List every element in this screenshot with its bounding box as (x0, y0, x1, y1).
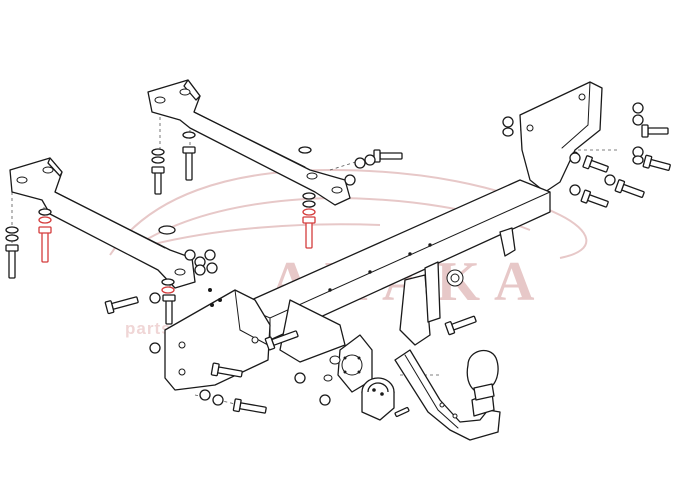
bolt (264, 330, 299, 351)
bolt (151, 166, 165, 195)
right-mounting-plate (519, 81, 603, 193)
bolt (580, 189, 609, 208)
bolt (641, 124, 669, 138)
bolt (642, 154, 671, 171)
plate-hole (526, 124, 534, 132)
connector-straps (279, 227, 516, 363)
bracket-hole (174, 268, 186, 276)
bolt (5, 244, 19, 279)
washers-and-nuts (5, 102, 644, 406)
centre-side-bracket (147, 79, 351, 206)
plate-hole (178, 341, 186, 349)
left-side-bracket (9, 157, 196, 289)
bolt (232, 398, 267, 414)
bolt (38, 226, 52, 263)
bolt (394, 406, 410, 418)
plate-hole (578, 93, 586, 101)
tow-ball (466, 349, 499, 401)
plate-hole (178, 368, 186, 376)
bracket-hole (42, 166, 54, 174)
bracket-hole (306, 172, 318, 180)
bolt (444, 315, 477, 336)
bolt (162, 294, 176, 325)
bolt-set (5, 124, 671, 418)
bolt (373, 149, 403, 163)
plate-hole (251, 336, 259, 344)
bracket-hole (179, 88, 191, 96)
bracket-hole (331, 186, 343, 194)
bracket-hole (16, 176, 28, 184)
bolt (104, 296, 139, 315)
bolt (302, 216, 316, 249)
socket-plate (323, 334, 373, 393)
bolt (614, 179, 645, 198)
electrical-socket (361, 377, 395, 421)
left-mounting-plate (164, 289, 271, 391)
bolt (582, 155, 609, 173)
bolt (182, 146, 196, 181)
bolt (210, 362, 243, 378)
bracket-hole (154, 96, 166, 104)
